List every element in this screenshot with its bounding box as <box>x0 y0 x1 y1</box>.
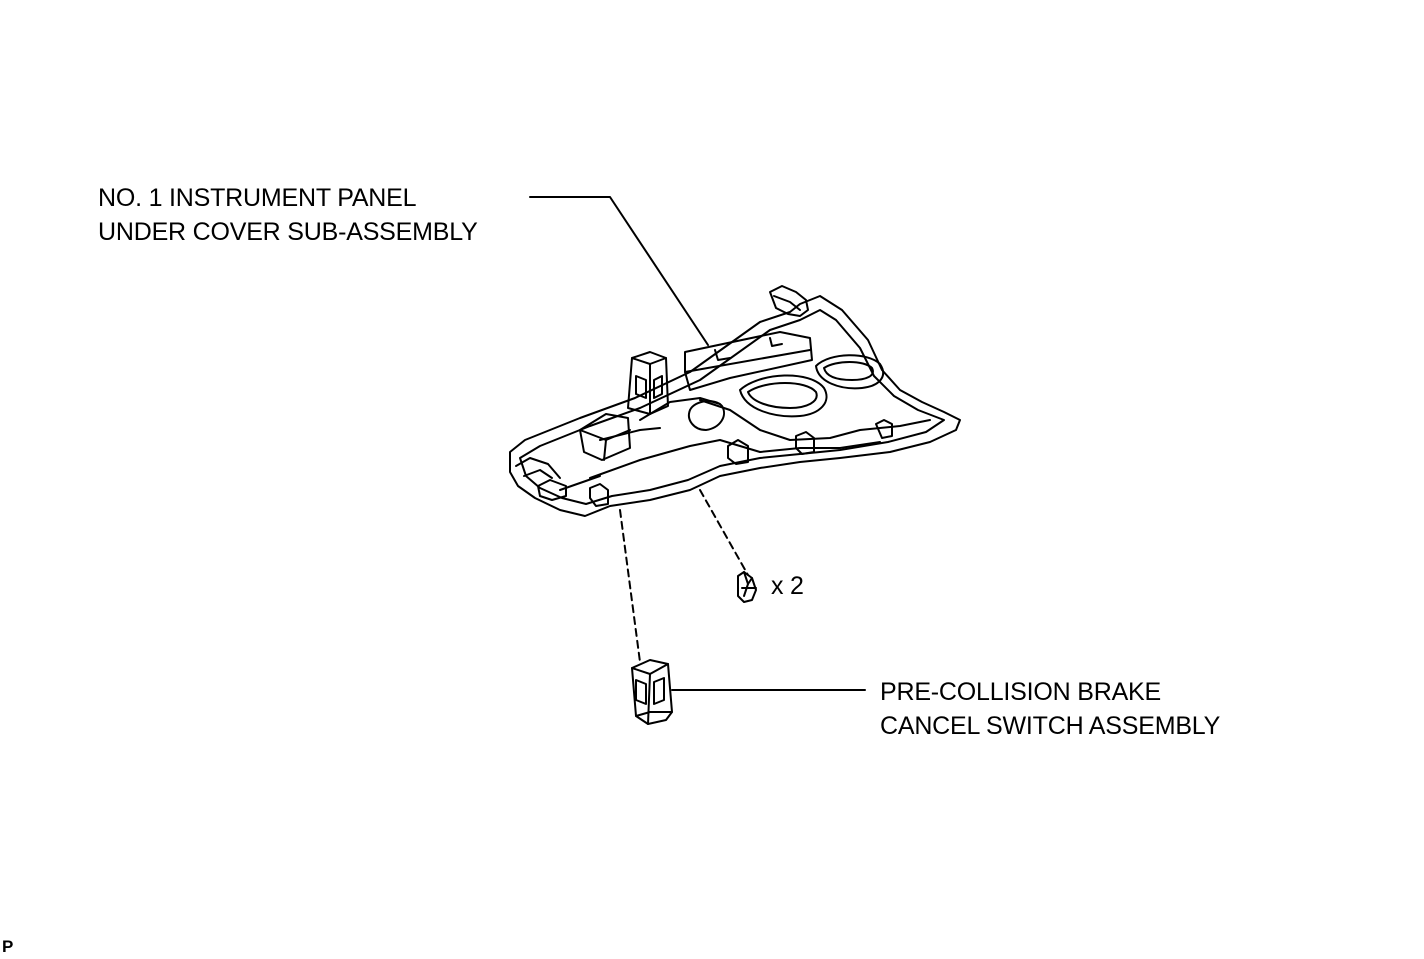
cover-callout-line-1: NO. 1 INSTRUMENT PANEL <box>98 184 417 212</box>
switch-install-path <box>619 509 641 663</box>
cover-callout-line-2: UNDER COVER SUB-ASSEMBLY <box>98 218 478 246</box>
screw <box>737 571 757 603</box>
under-cover-sub-assembly <box>509 285 961 517</box>
switch-callout-label: PRE-COLLISION BRAKE CANCEL SWITCH ASSEMB… <box>880 675 1220 743</box>
screw-install-path <box>699 489 749 576</box>
switch-callout-line-2: CANCEL SWITCH ASSEMBLY <box>880 712 1221 740</box>
screw-quantity-label: x 2 <box>771 572 804 600</box>
pre-collision-brake-cancel-switch-assembly <box>631 659 673 725</box>
switch-callout-line-1: PRE-COLLISION BRAKE <box>880 678 1162 706</box>
cover-leader-line <box>529 196 709 346</box>
cover-callout-label: NO. 1 INSTRUMENT PANEL UNDER COVER SUB-A… <box>98 181 478 249</box>
figure-corner-code: P <box>2 937 14 956</box>
